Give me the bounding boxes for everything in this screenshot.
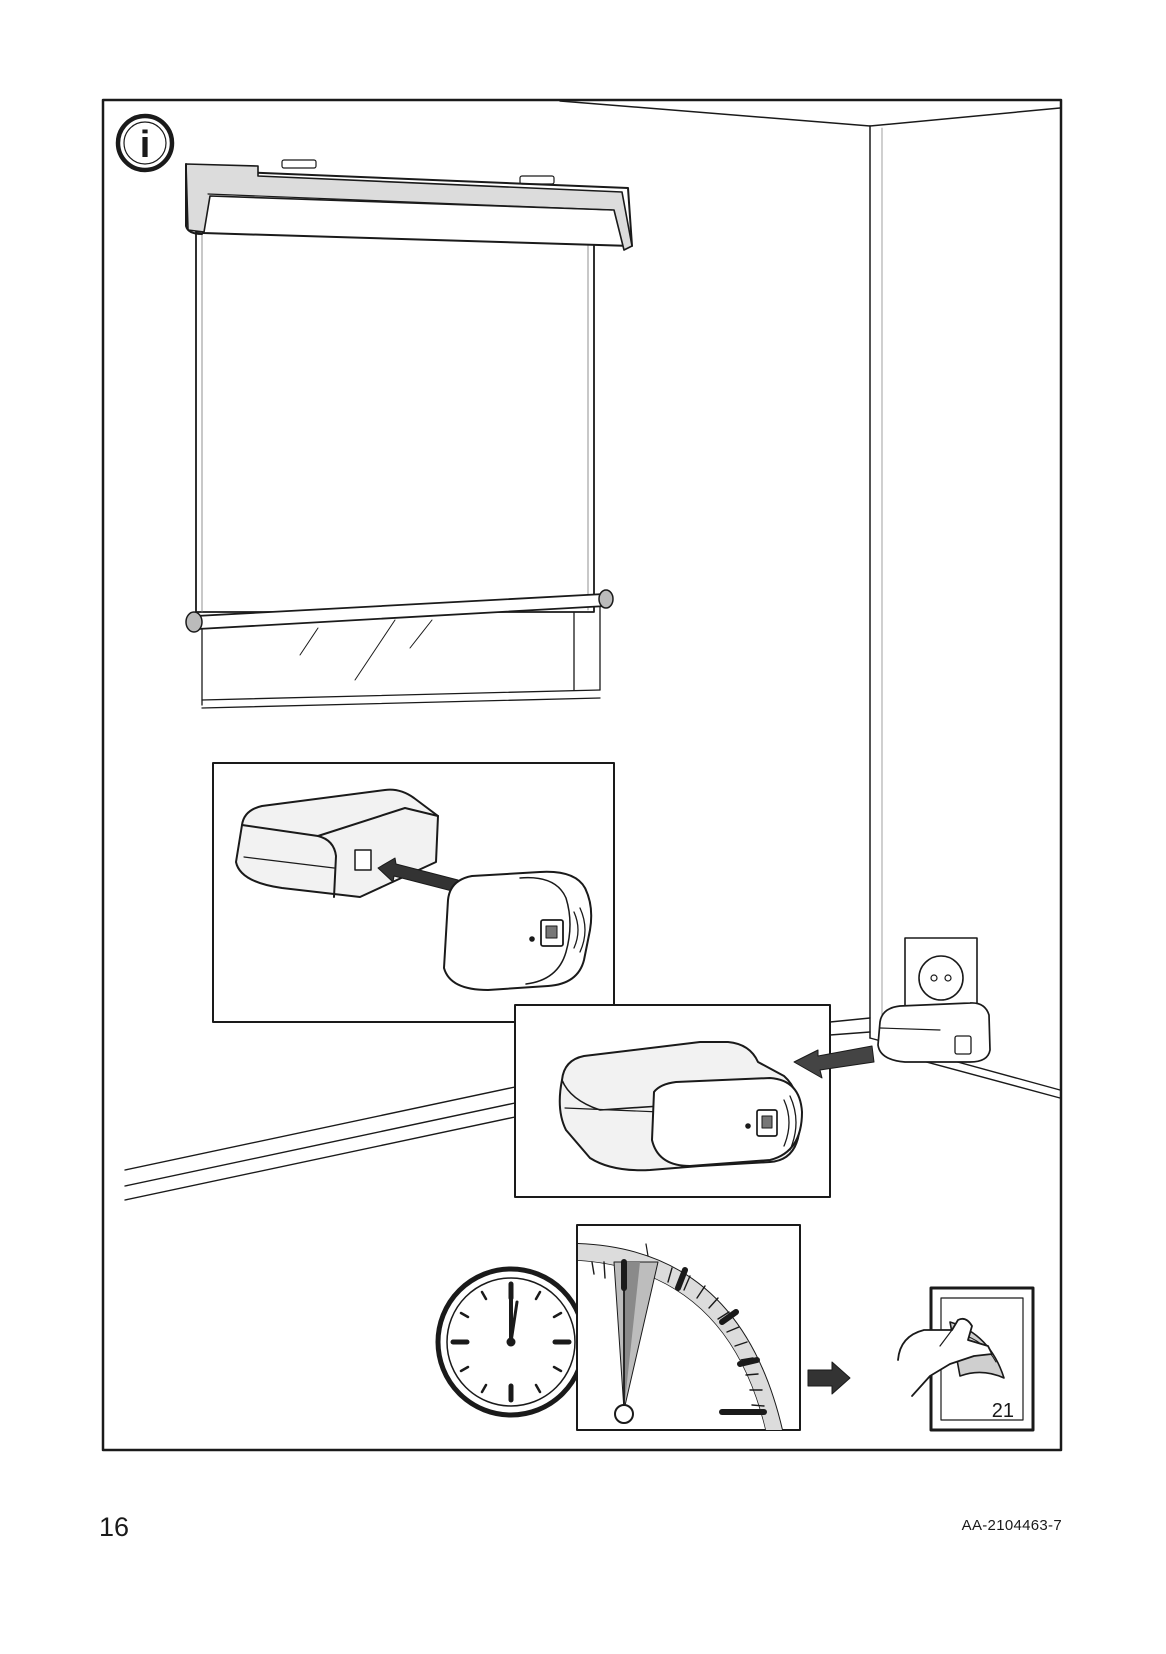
info-icon: i [115, 113, 175, 173]
page-reference-button[interactable]: 21 [897, 1286, 1035, 1432]
assembled-charger [558, 1041, 803, 1172]
window-recess [201, 597, 601, 709]
page-number: 16 [99, 1512, 130, 1542]
plug-in-arrow-icon [793, 1045, 875, 1079]
page-reference-number: 21 [992, 1400, 1014, 1422]
document-code: AA-2104463-7 [961, 1517, 1062, 1534]
info-glyph: i [140, 124, 151, 166]
inset-battery-insertion [212, 762, 615, 1023]
inset-charger-to-socket [514, 1004, 875, 1198]
page-flip-icon [897, 1317, 1005, 1397]
timer-dial [576, 1224, 801, 1431]
clock-icon [435, 1266, 587, 1418]
room-corner [559, 100, 1061, 1039]
blind-fabric [195, 231, 595, 613]
blind-headrail [185, 159, 633, 251]
illustration-frame [101, 98, 1063, 1452]
blind-bottom-bar [185, 589, 614, 633]
plugged-charger [877, 1002, 991, 1063]
next-arrow-icon [807, 1361, 851, 1395]
charger-unit [443, 870, 593, 991]
roller-blind [185, 159, 633, 709]
